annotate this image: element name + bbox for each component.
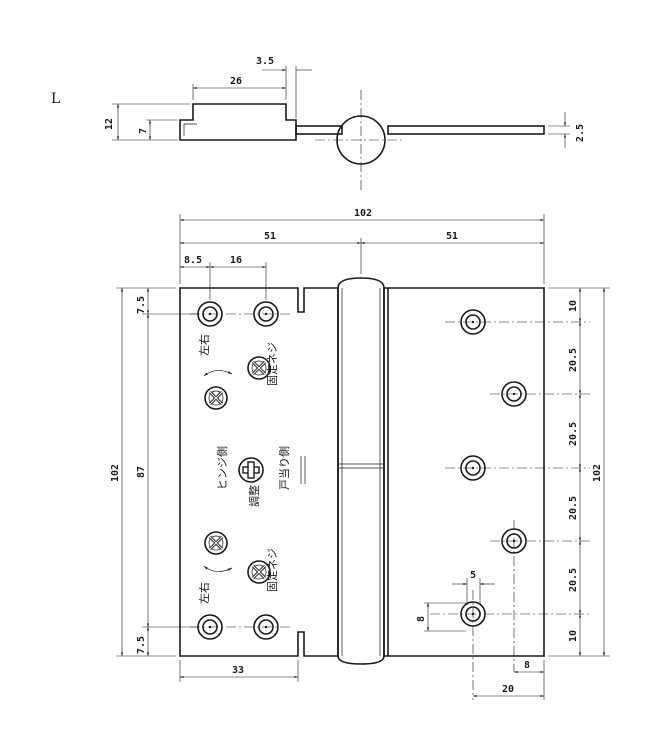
label-door-stop-side: 戸当り側 [277, 446, 291, 490]
dim-right-offset-8: 8 [524, 660, 530, 671]
dim-side-7: 7 [138, 128, 149, 134]
label-lock-screw-top: 固定ネジ [265, 342, 279, 386]
label-lock-screw-bottom: 固定ネジ [265, 548, 279, 592]
dim-hole-dia: 5 [470, 570, 476, 581]
dim-top-edge: 7.5 [136, 296, 147, 314]
label-left-right-bottom: 左右 [197, 582, 211, 604]
view-label: L [51, 91, 60, 107]
dim-right-height: 102 [592, 464, 603, 482]
dim-right-bottom: 10 [568, 630, 579, 642]
label-hinge-side: ヒンジ側 [216, 446, 229, 490]
dim-side-2-5: 2.5 [575, 124, 586, 142]
dim-hole-height: 8 [416, 616, 427, 622]
dim-side-26: 26 [230, 76, 242, 87]
adjust-screw-bottom-left [203, 530, 229, 556]
adjust-screw-top-left [203, 385, 229, 411]
dim-right-pitch-3: 20.5 [568, 496, 579, 520]
dim-side-3-5: 3.5 [256, 56, 274, 67]
dim-right-pitch-1: 20.5 [568, 348, 579, 372]
label-left-right-top: 左右 [197, 334, 211, 356]
center-plus-screw [238, 457, 264, 483]
dim-right-offset-20: 20 [502, 684, 514, 695]
dim-half-left: 51 [264, 231, 276, 242]
dim-overall-height: 102 [110, 464, 121, 482]
dim-leaf-width: 33 [232, 665, 244, 676]
dim-right-top: 10 [568, 300, 579, 312]
dim-overall-width: 102 [354, 208, 372, 219]
dim-hole-pitch: 16 [230, 255, 242, 266]
front-view: 左右 固定ネジ ヒンジ側 戸当り側 調整 左右 固定ネジ 102 51 51 8… [110, 208, 610, 700]
dim-right-pitch-2: 20.5 [568, 422, 579, 446]
dim-edge-to-hole: 8.5 [184, 255, 202, 266]
side-view: 26 3.5 12 7 2.5 [104, 56, 586, 190]
dim-bottom-edge: 7.5 [136, 636, 147, 654]
dim-half-right: 51 [446, 231, 458, 242]
dim-side-12: 12 [104, 118, 115, 130]
label-adjust: 調整 [247, 485, 261, 507]
dim-right-pitch-4: 20.5 [568, 568, 579, 592]
dim-hole-span: 87 [136, 466, 147, 478]
